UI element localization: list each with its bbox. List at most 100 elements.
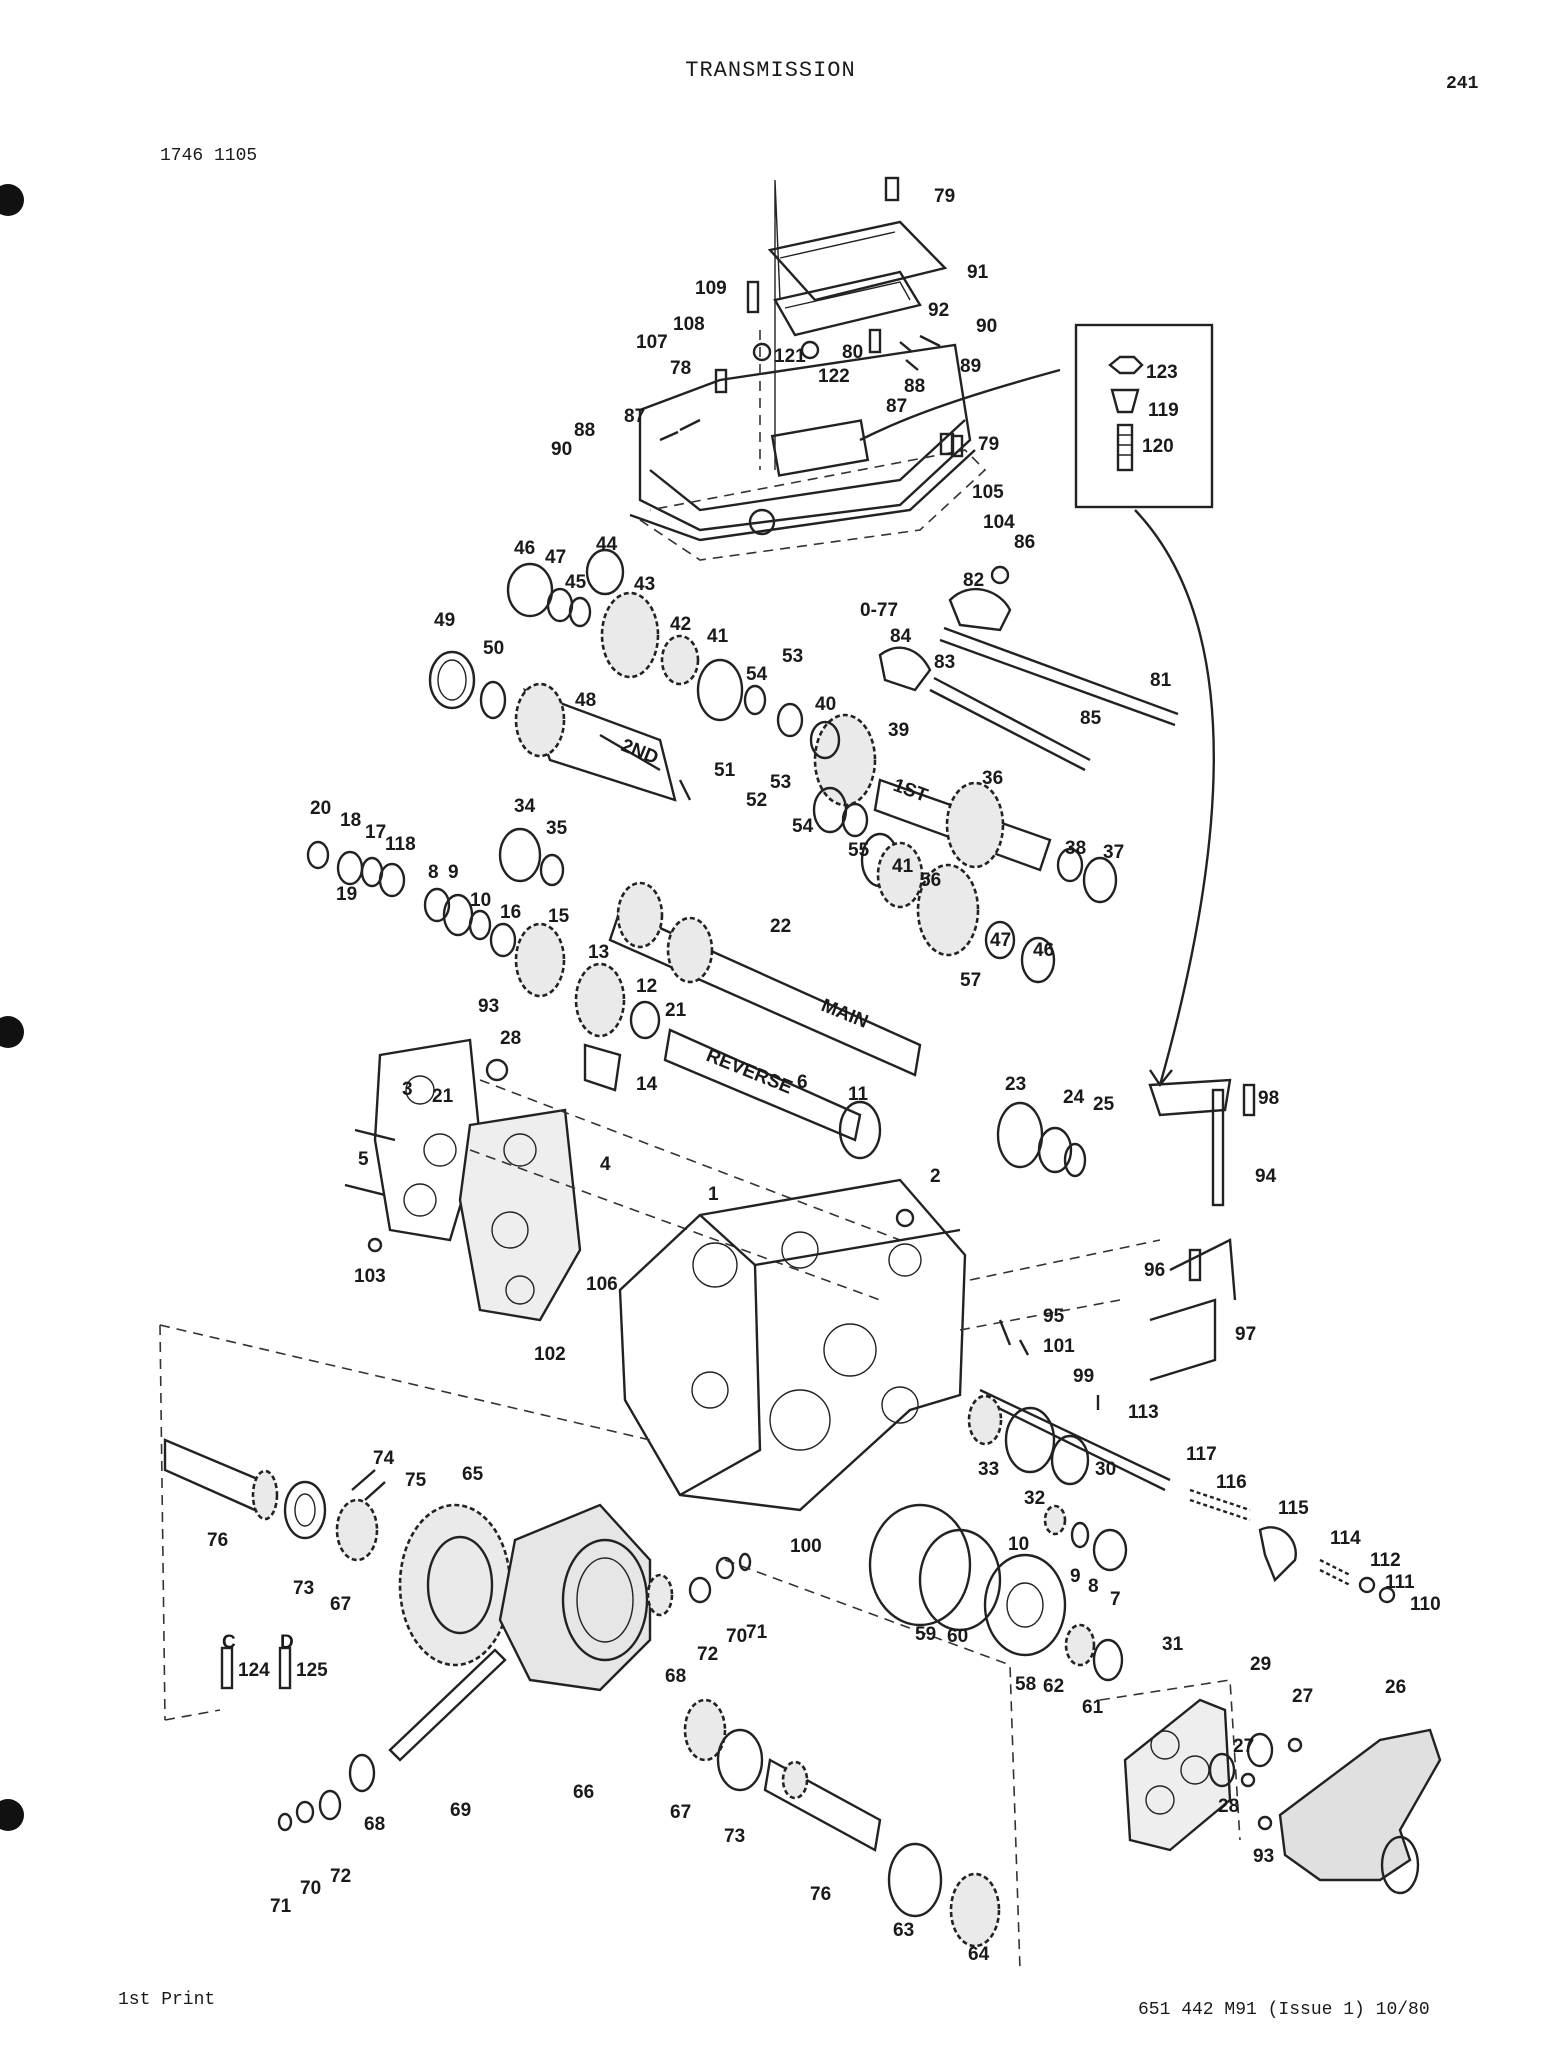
callout-72-lower: 72 [330,1866,351,1887]
callout-28-plate: 28 [500,1028,521,1049]
callout-36: 36 [982,768,1003,789]
callout-21: 21 [665,1000,687,1021]
callout-85: 85 [1080,708,1102,729]
callout-27: 27 [1292,1686,1313,1707]
binder-hole [0,184,24,216]
callout-101: 101 [1043,1336,1075,1357]
callout-66: 66 [573,1782,594,1803]
callout-95: 95 [1043,1306,1065,1327]
callout-1: 1 [708,1184,719,1205]
callout-2: 2 [930,1166,941,1187]
callout-D: D [280,1632,294,1653]
callout-114: 114 [1330,1528,1361,1549]
callout-96: 96 [1144,1260,1165,1281]
callout-14: 14 [636,1074,658,1095]
callout-9: 9 [1070,1566,1081,1587]
callout-107: 107 [636,332,668,353]
callout-58: 58 [1015,1674,1036,1695]
callout-13: 13 [588,942,609,963]
callout-11: 11 [848,1084,869,1105]
callout-121: 121 [774,346,806,367]
callout-53: 53 [782,646,803,667]
upper-shaft-group [428,548,877,807]
callout-17: 17 [365,822,386,843]
callout-55: 55 [848,840,870,861]
binder-hole [0,1799,24,1831]
callout-C: C [222,1632,236,1653]
callout-69: 69 [450,1800,471,1821]
callout-30: 30 [1095,1459,1116,1480]
callout-50: 50 [483,638,504,659]
callout-76-lower: 76 [810,1884,831,1905]
callout-79-lower: 79 [978,434,999,455]
callout-112: 112 [1370,1550,1401,1571]
callout-87: 87 [624,406,645,427]
callout-106: 106 [586,1274,618,1295]
callout-46: 46 [514,538,535,559]
page-title: TRANSMISSION [685,58,856,83]
callout-84: 84 [890,626,912,647]
output-bearings [868,1394,1128,1682]
callout-94: 94 [1255,1166,1277,1187]
callout-115: 115 [1278,1498,1309,1519]
callout-81: 81 [1150,670,1172,691]
callout-97: 97 [1235,1324,1256,1345]
callout-86: 86 [1014,532,1035,553]
callout-89: 89 [960,356,981,377]
callout-120: 120 [1142,436,1174,457]
callout-10: 10 [1008,1534,1029,1555]
callout-90-right: 90 [976,316,997,337]
callout-113: 113 [1128,1402,1159,1423]
callout-92: 92 [928,300,949,321]
callout-35: 35 [546,818,568,839]
callout-32: 32 [1024,1488,1045,1509]
callout-83: 83 [934,652,955,673]
callout-15: 15 [548,906,570,927]
callout-63: 63 [893,1920,914,1941]
callout-70: 70 [726,1626,747,1647]
callout-88: 88 [574,420,595,441]
callout-100: 100 [790,1536,822,1557]
callout-39: 39 [888,720,909,741]
first-shaft-group [873,778,1118,904]
callout-87-right: 87 [886,396,907,417]
print-note: 1st Print [118,1990,216,2010]
shaft-mark-main: MAIN [818,995,871,1033]
shaft-mark-first: 1ST [890,775,930,807]
callout-26: 26 [1385,1677,1406,1698]
callout-109: 109 [695,278,727,299]
callout-53-lower: 53 [770,772,791,793]
middle-gear-group [306,786,1056,1092]
callout-38: 38 [1065,838,1086,859]
callout-20: 20 [310,798,331,819]
callout-52: 52 [746,790,767,811]
callout-44: 44 [596,534,618,555]
callout-68-lower: 68 [364,1814,385,1835]
callout-54: 54 [746,664,768,685]
callout-61: 61 [1082,1697,1104,1718]
linkage-parts [979,1078,1396,1604]
callout-80: 80 [842,342,863,363]
callout-99: 99 [1073,1366,1094,1387]
shift-rails [878,565,1179,772]
callout-72: 72 [697,1644,718,1665]
callout-51: 51 [714,760,736,781]
callout-65: 65 [462,1464,484,1485]
callout-108: 108 [673,314,705,335]
callout-59: 59 [915,1624,936,1645]
callout-60: 60 [947,1626,968,1647]
transmission-housing [618,1178,1161,1512]
publication-number: 651 442 M91 (Issue 1) 10/80 [1138,2000,1430,2020]
callout-19: 19 [336,884,357,905]
side-cover [1099,1679,1442,1895]
callout-93: 93 [478,996,499,1017]
callout-48: 48 [575,690,596,711]
callout-28: 28 [1218,1796,1239,1817]
callout-49: 49 [434,610,455,631]
callout-102: 102 [534,1344,566,1365]
callout-119: 119 [1148,400,1179,421]
callout-9-upper: 9 [448,862,459,883]
callout-82: 82 [963,570,984,591]
callout-27-lower: 27 [1233,1736,1254,1757]
